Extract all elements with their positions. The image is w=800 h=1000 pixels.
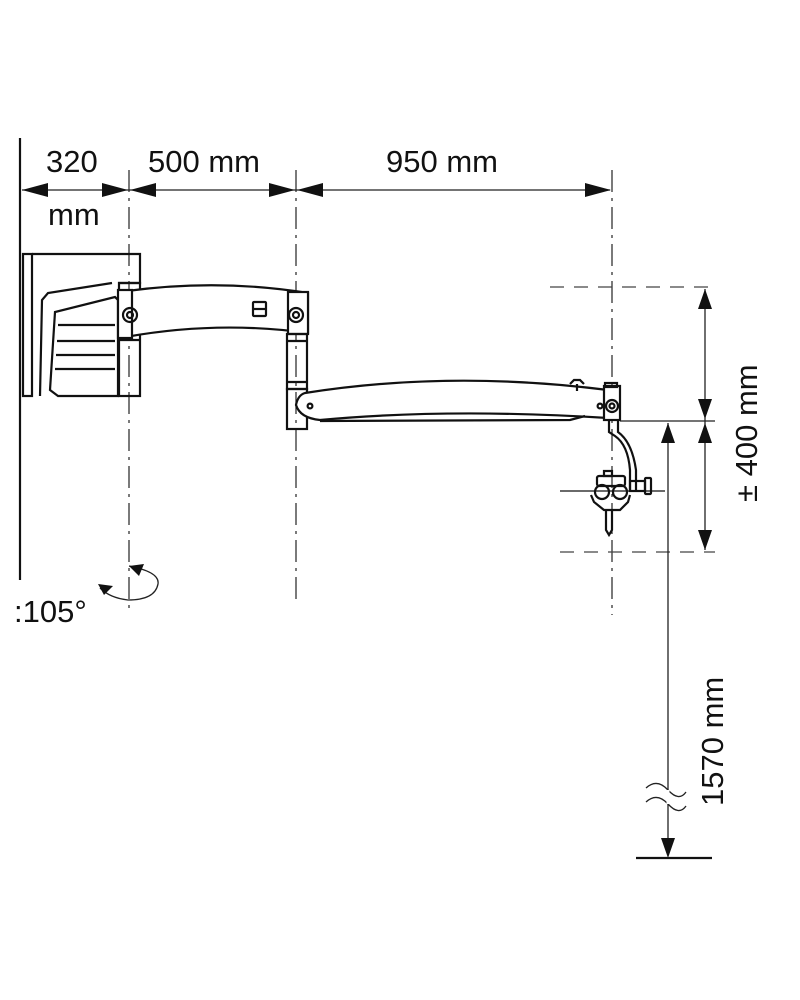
vertical-travel-dimension	[550, 286, 715, 553]
wall-mount-bracket	[21, 252, 142, 398]
first-arm	[116, 284, 310, 340]
vertical-travel-label: ± 400 mm	[729, 364, 764, 502]
wall-offset-value: 320	[46, 144, 98, 179]
second-arm-length-label: 950 mm	[386, 144, 498, 179]
spring-arm	[294, 378, 622, 423]
first-arm-length-label: 500 mm	[148, 144, 260, 179]
horizontal-dimension-lines	[22, 183, 611, 197]
height-dimension	[636, 423, 712, 860]
microscope-head	[560, 469, 665, 538]
rotation-indicator	[98, 564, 159, 601]
height-to-floor-label: 1570 mm	[695, 676, 730, 806]
microscope-suspension	[607, 420, 653, 496]
wall-offset-unit: mm	[48, 197, 100, 232]
rotation-angle-label: :105°	[14, 594, 87, 629]
